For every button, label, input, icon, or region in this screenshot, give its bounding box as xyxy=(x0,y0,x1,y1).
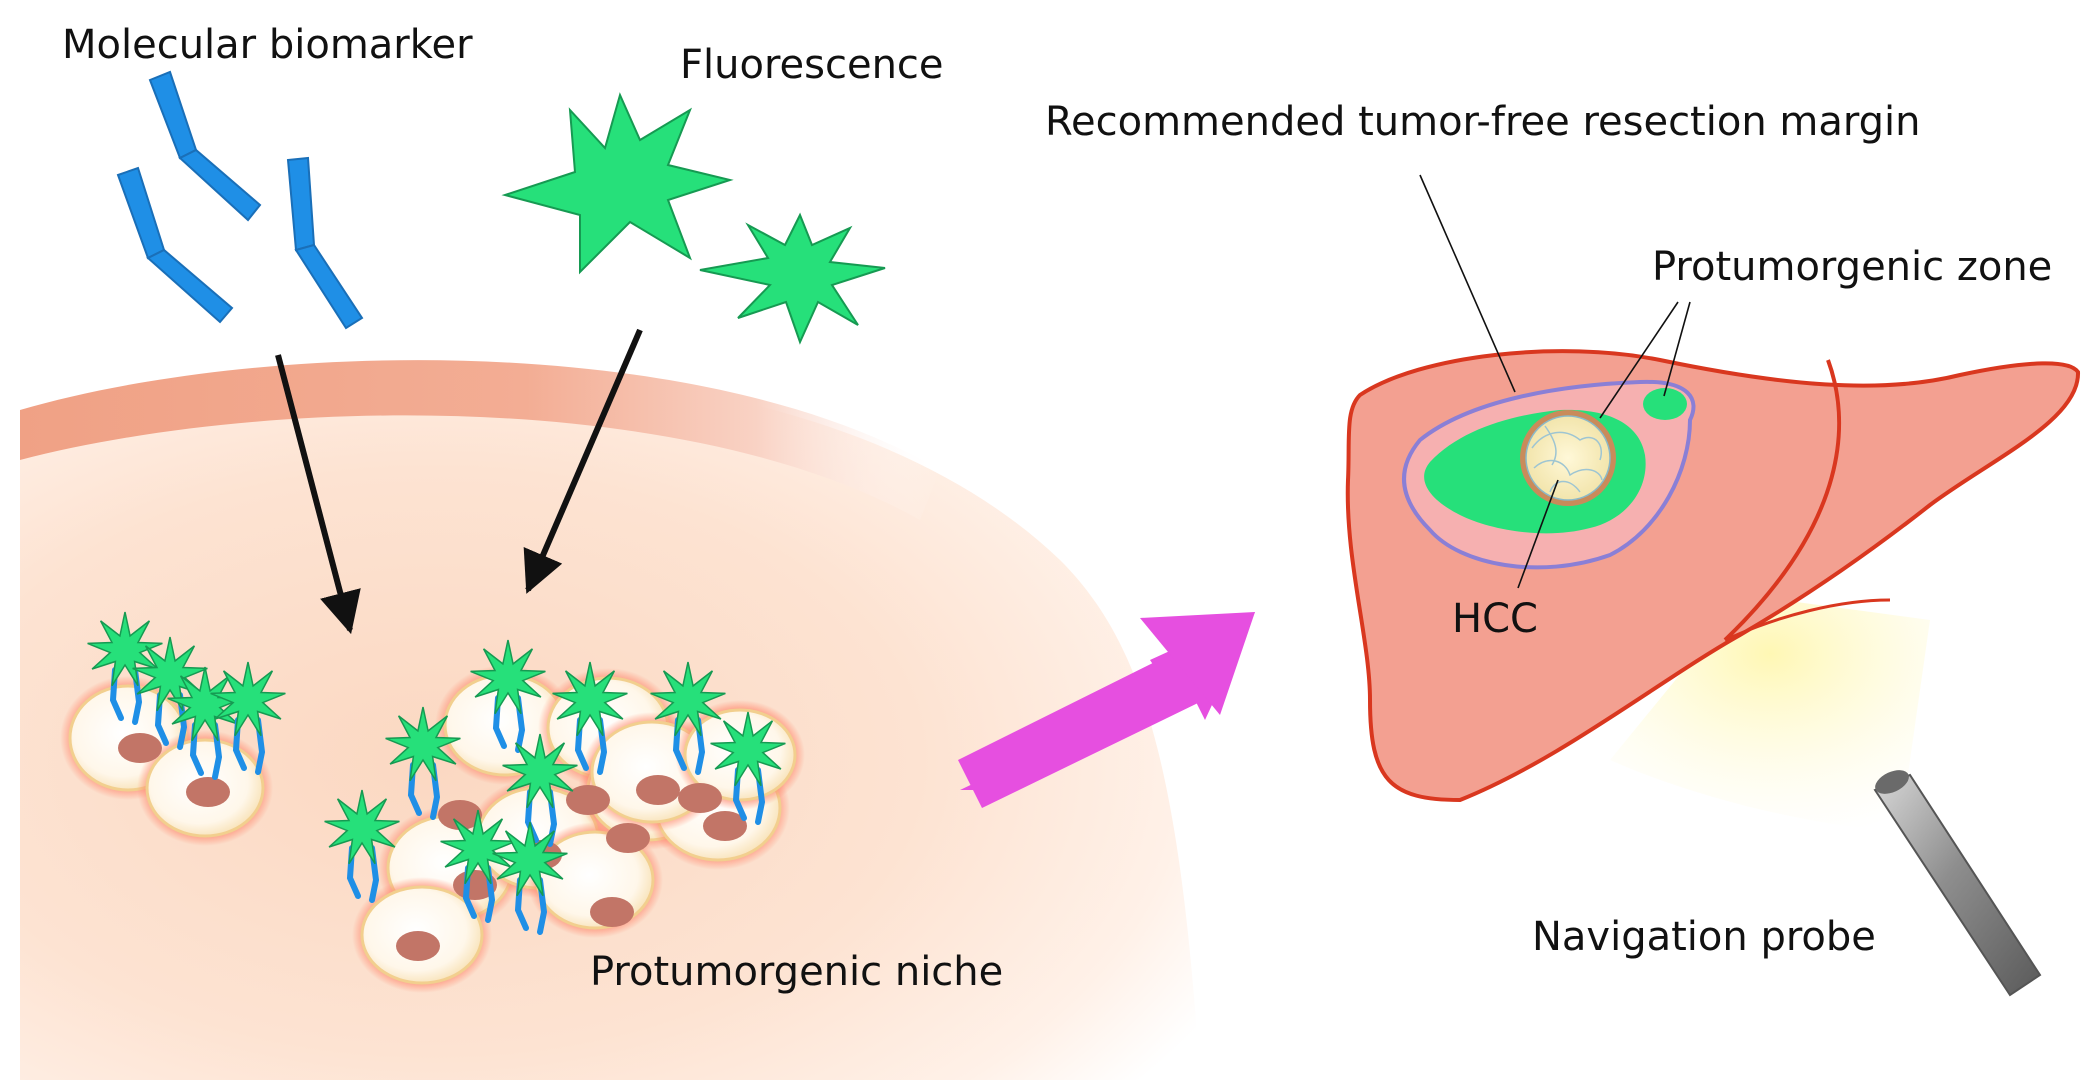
label-protumorgenic-niche: Protumorgenic niche xyxy=(590,949,1003,995)
cell-nucleus xyxy=(606,823,650,853)
margin-leader-line xyxy=(1419,174,1516,393)
liver-lower-edge xyxy=(1724,598,1891,642)
vessel-wall xyxy=(20,360,940,520)
labeled-antibody-marker xyxy=(492,821,568,935)
labeled-antibody-marker xyxy=(710,711,786,825)
hcc-leader-line xyxy=(1517,479,1559,589)
labeled-antibody-marker xyxy=(650,661,726,775)
labeled-antibody-marker xyxy=(502,733,578,847)
cell-nucleus xyxy=(396,931,440,961)
transition-arrow-body xyxy=(958,652,1200,808)
zone-leader-line-2 xyxy=(1663,301,1691,397)
labeled-antibody-marker xyxy=(552,661,628,775)
cell-nucleus xyxy=(186,777,230,807)
liver-lobe-line xyxy=(1723,359,1842,642)
labeled-antibody-marker xyxy=(210,661,286,775)
navigation-probe-icon xyxy=(1873,770,2042,997)
fluorescent-star-icon xyxy=(699,212,886,345)
leader-lines xyxy=(1419,174,1691,589)
biomarker-arrow xyxy=(275,354,361,635)
cell-nucleus xyxy=(636,775,680,805)
labeled-antibody-marker xyxy=(440,809,516,923)
fluorescence-arrow xyxy=(523,328,643,594)
probe-light xyxy=(1610,595,1930,830)
antibody-icon xyxy=(148,70,262,222)
labeled-antibody-marker xyxy=(87,611,163,725)
label-fluorescence: Fluorescence xyxy=(680,42,944,88)
cell-nucleus xyxy=(118,733,162,763)
labeled-antibody-marker xyxy=(470,639,546,753)
zone-leader-line-1 xyxy=(1599,301,1679,419)
label-molecular-biomarker: Molecular biomarker xyxy=(62,22,473,68)
cell-nucleus xyxy=(590,897,634,927)
fluorescent-star-icon xyxy=(501,92,734,275)
cell-nucleus xyxy=(703,811,747,841)
antibody-icon xyxy=(116,166,234,324)
transition-arrow-head xyxy=(1140,612,1255,715)
delivery-arrows xyxy=(275,328,643,635)
label-navigation-probe: Navigation probe xyxy=(1532,914,1876,960)
labeled-antibody-marker xyxy=(167,666,243,780)
cell-nucleus xyxy=(566,785,610,815)
fluorophore-icons xyxy=(501,92,886,345)
cell-nucleus xyxy=(438,800,482,830)
labeled-markers xyxy=(87,611,786,935)
label-hcc: HCC xyxy=(1452,596,1538,642)
antibody-icons xyxy=(116,70,364,330)
hcc-tumor xyxy=(1520,410,1616,506)
cell-nucleus xyxy=(678,783,722,813)
label-recommended-margin: Recommended tumor-free resection margin xyxy=(1045,99,1920,145)
label-protumorgenic-zone: Protumorgenic zone xyxy=(1652,244,2052,290)
labeled-antibody-marker xyxy=(324,789,400,903)
antibody-icon xyxy=(286,156,364,330)
labeled-antibody-marker xyxy=(132,636,208,750)
labeled-antibody-marker xyxy=(385,706,461,820)
